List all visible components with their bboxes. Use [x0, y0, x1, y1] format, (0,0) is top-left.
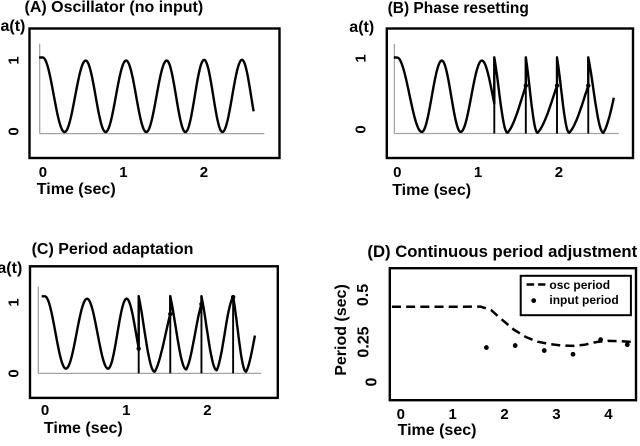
legend-item-osc-period: osc period: [549, 278, 611, 293]
panel-b-series-oscillator-activation: [393, 56, 615, 134]
panel-c-xlabel: Time (sec): [43, 419, 123, 437]
panel-c-pulse-dot-2: [199, 301, 204, 307]
panel-a-y-tick-0: 0: [5, 127, 23, 136]
legend-item-input-period: input period: [549, 293, 619, 308]
panel-c-x-tick-0: 0: [40, 402, 50, 420]
panel-b-pulse-dot-0: [523, 83, 529, 88]
panel-d-scatter-dot-5: [624, 342, 630, 348]
panel-d-scatter-dot-1: [512, 343, 518, 348]
panel-b-frame: [385, 27, 635, 160]
legend-dot-sample: [531, 298, 537, 303]
panel-a-ylabel: a(t): [0, 18, 26, 35]
panel-c-x-tick-2: 2: [203, 402, 212, 420]
panel-d-series-osc-period: [391, 305, 633, 348]
panel-d-y-tick-0.25: 0.25: [355, 326, 373, 358]
panel-a-x-tick-2: 2: [199, 164, 209, 182]
panel-c-y-tick-1: 1: [5, 298, 23, 307]
panel-d-xlabel: Time (sec): [397, 421, 477, 439]
panel-d-scatter-dot-2: [541, 348, 547, 353]
panel-c-frame: [28, 265, 280, 400]
panel-a-title: (A) Oscillator (no input): [24, 0, 204, 16]
panel-b-pulse-dot-1: [554, 83, 560, 88]
panel-b-y-tick-1: 1: [352, 53, 370, 63]
panel-d-x-tick-3: 3: [552, 406, 561, 424]
panel-d-y-tick-0: 0: [363, 377, 381, 387]
panel-b-x-tick-0: 0: [393, 164, 402, 182]
panel-d-scatter-dot-3: [570, 351, 576, 357]
panel-c-title: (C) Period adaptation: [31, 240, 194, 258]
panel-d-y-tick-0.5: 0.5: [355, 283, 373, 307]
panel-d-x-tick-4: 4: [604, 406, 613, 424]
panel-c-ylabel: a(t): [0, 259, 23, 277]
panel-c-y-tick-0: 0: [5, 369, 23, 379]
panel-d-frame: [388, 267, 638, 402]
panel-b-xlabel: Time (sec): [392, 181, 472, 199]
panel-c-x-tick-1: 1: [122, 402, 131, 420]
panel-d-ylabel: Period (sec): [332, 284, 350, 376]
panel-b-title: (B) Phase resetting: [387, 0, 529, 17]
panel-a-xlabel: Time (sec): [36, 181, 116, 199]
panel-b-x-tick-2: 2: [554, 164, 564, 182]
panel-d-title: (D) Continuous period adjustment: [367, 241, 638, 261]
panel-a-y-tick-1: 1: [5, 56, 23, 65]
panel-b-ylabel: a(t): [349, 19, 375, 37]
panel-d-x-tick-2: 2: [500, 406, 509, 424]
panel-b-pulse-dot-2: [586, 83, 591, 88]
panel-c-pulse-dot-3: [230, 294, 236, 300]
panel-d-scatter-dot-4: [598, 337, 604, 343]
panel-a-frame: [28, 27, 281, 160]
panel-a-x-tick-1: 1: [119, 164, 128, 182]
panel-c-pulse-dot-1: [168, 311, 173, 317]
panel-c-series-oscillator-activation: [41, 295, 257, 373]
panel-c-pulse-dot-0: [136, 346, 141, 351]
panel-d-scatter-dot-0: [483, 345, 489, 350]
panel-d-x-tick-0: 0: [396, 406, 405, 424]
panel-b-x-tick-1: 1: [473, 164, 483, 182]
panel-a-x-tick-0: 0: [38, 164, 48, 182]
panel-b-y-tick-0: 0: [352, 125, 370, 134]
legend-box: [519, 274, 632, 317]
panel-a-series-oscillator-activation: [38, 56, 255, 134]
panel-d-x-tick-1: 1: [448, 406, 457, 424]
